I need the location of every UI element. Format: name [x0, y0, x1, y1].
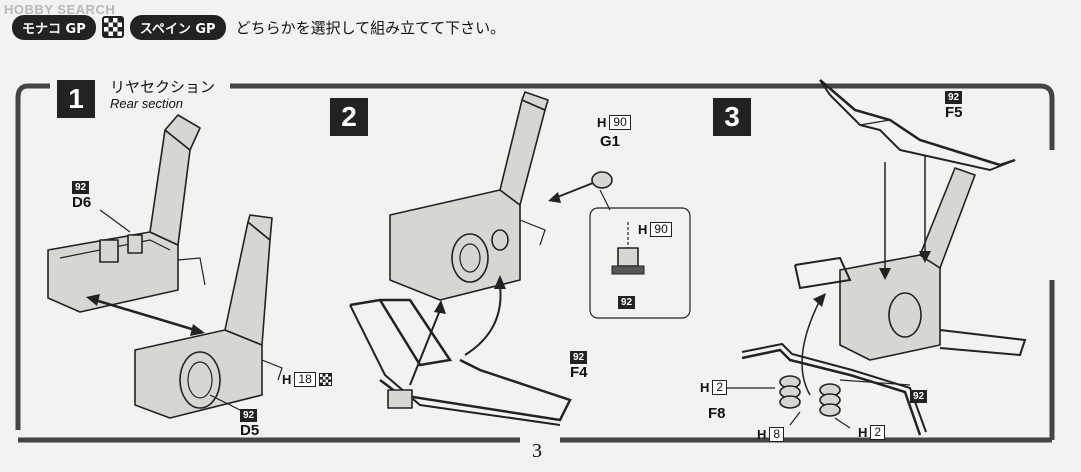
part-code-badge: 92	[618, 296, 636, 309]
part-f8-drawing	[720, 342, 927, 436]
runner-number: 90	[650, 222, 672, 237]
runner-number: 2	[712, 380, 728, 395]
part-label-d5: 92 D5	[240, 403, 259, 439]
gearbox-step2-drawing	[389, 91, 549, 301]
part-g1-drawing	[548, 171, 613, 211]
runner-letter: H	[638, 222, 648, 237]
runner-number: 2	[870, 425, 886, 440]
runner-number: 8	[769, 427, 785, 442]
section-frame	[230, 83, 1055, 150]
runner-letter: H	[757, 427, 767, 442]
inset-part-code: 92	[618, 290, 636, 309]
runner-letter: H	[858, 425, 868, 440]
part-ref-h2-right: H 2	[858, 425, 886, 440]
checkered-flag-icon	[318, 373, 332, 386]
part-code-right: 92	[910, 384, 928, 403]
step-number-3: 3	[713, 98, 751, 136]
assembly-arrow-step3	[801, 155, 931, 396]
option-spain-gp: スペイン GP	[129, 14, 226, 40]
instruction-text: どちらかを選択して組み立てて下さい。	[235, 18, 506, 37]
runner-letter: H	[282, 372, 292, 387]
part-name: F4	[570, 364, 588, 381]
runner-letter: H	[597, 115, 607, 130]
part-code-badge: 92	[240, 409, 258, 422]
section-frame-left	[15, 83, 50, 430]
runner-number: 90	[609, 115, 631, 130]
part-d5-drawing	[134, 214, 283, 419]
section-title-jp: リヤセクション	[110, 78, 216, 96]
part-code-badge: 92	[570, 351, 588, 364]
option-monaco-gp: モナコ GP	[12, 14, 96, 40]
part-name-g1: G1	[600, 133, 621, 150]
page-number: 3	[532, 440, 542, 462]
assembly-arrow-step2	[409, 275, 506, 386]
part-d6-drawing	[47, 114, 206, 313]
part-code-badge: 92	[910, 390, 928, 403]
part-ref-g1-runner: H 90	[597, 115, 631, 130]
watermark-logo: HOBBY SEARCH	[4, 2, 116, 17]
part-ref-h2-left: H 2	[700, 380, 728, 395]
part-label-f5: 92 F5	[945, 85, 963, 121]
part-ref-h18: H 18	[282, 372, 332, 387]
part-name: D6	[72, 194, 92, 211]
assembly-arrow-step1	[86, 294, 205, 336]
section-title-en: Rear section	[110, 96, 183, 111]
runner-number: 18	[294, 372, 316, 387]
g1-inset-part	[611, 222, 645, 275]
checkered-flag-icon	[101, 16, 124, 38]
step-number-2: 2	[330, 98, 368, 136]
part-label-d6: 92 D6	[72, 175, 91, 211]
part-name-f8: F8	[708, 405, 726, 422]
g1-inset-box	[589, 207, 691, 319]
part-label-f4: 92 F4	[570, 345, 588, 381]
part-f5-drawing	[819, 79, 1016, 172]
part-f4-drawing	[349, 298, 572, 426]
part-code-badge: 92	[72, 181, 90, 194]
part-name: D5	[240, 422, 260, 439]
part-name: F5	[945, 104, 963, 121]
step-number-1: 1	[57, 80, 95, 118]
runner-letter: H	[700, 380, 710, 395]
header-option-bar: モナコ GP スペイン GP どちらかを選択して組み立てて下さい。	[12, 14, 505, 40]
inset-part-ref: H 90	[638, 222, 672, 237]
part-code-badge: 92	[945, 91, 963, 104]
gearbox-step3-drawing	[794, 167, 1027, 361]
part-ref-h8: H 8	[757, 427, 785, 442]
